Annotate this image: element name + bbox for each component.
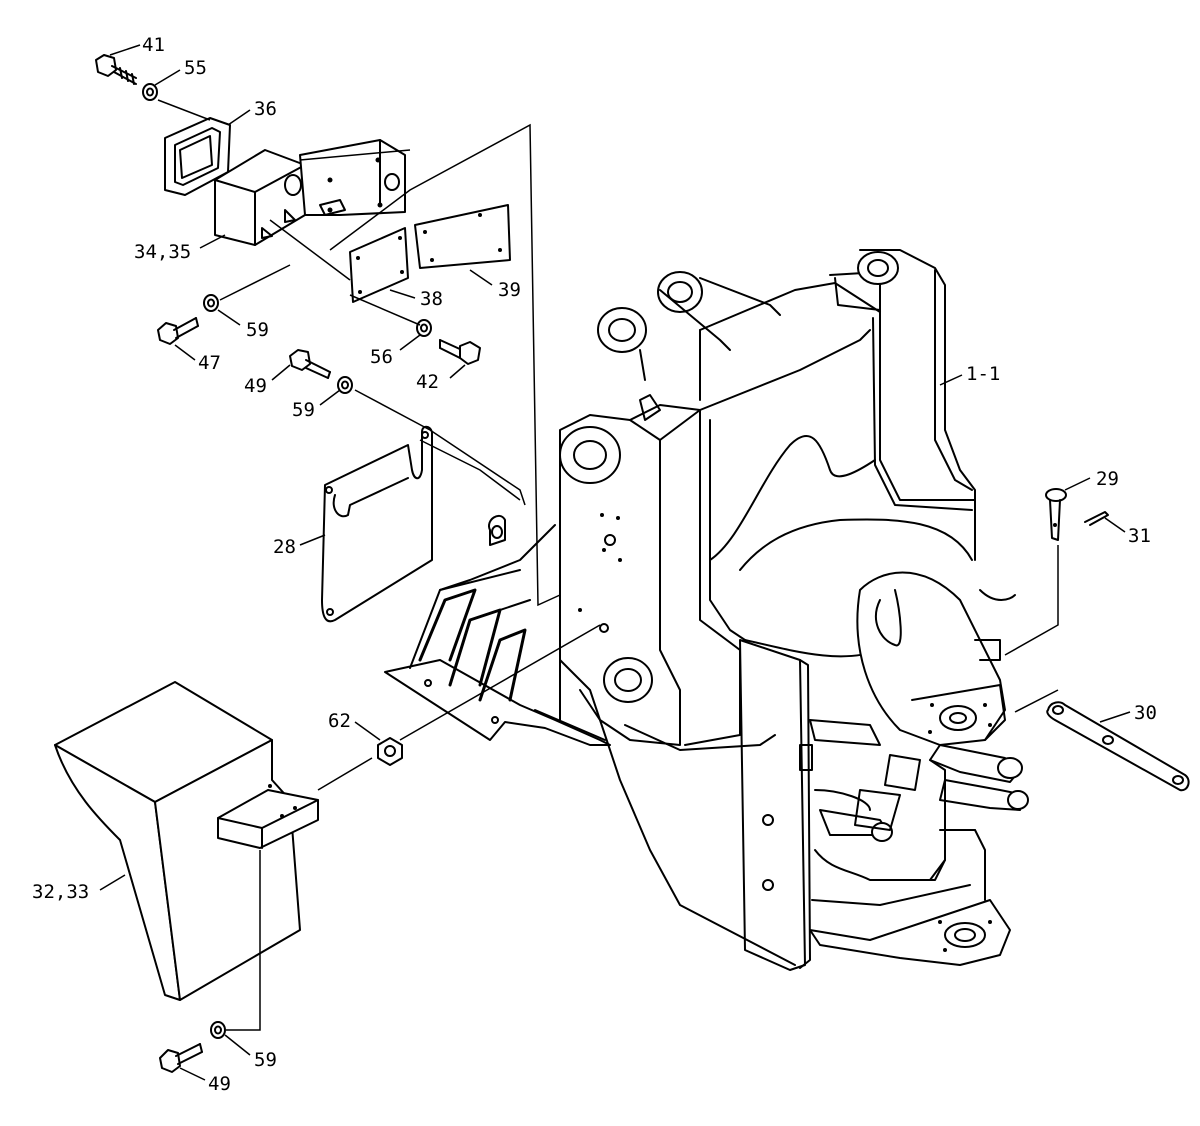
plate-28 <box>321 425 433 623</box>
washer-59-middle <box>337 376 353 394</box>
callout-49-upper: 49 <box>244 375 267 397</box>
callout-49-lower: 49 <box>208 1073 231 1095</box>
mounting-bracket <box>384 514 611 746</box>
callout-59-upper: 59 <box>246 319 269 341</box>
callout-29: 29 <box>1096 468 1119 490</box>
callout-leaders <box>99 44 1131 1081</box>
bolt-42 <box>439 339 481 365</box>
plate-39 <box>414 204 511 269</box>
guard-32-33 <box>54 681 319 1001</box>
box-assembly-34-35 <box>214 139 406 246</box>
main-frame <box>559 249 1029 971</box>
plate-38 <box>349 227 409 303</box>
washer-59-upper <box>203 294 219 312</box>
bolt-41 <box>95 54 137 85</box>
bolt-49-upper <box>289 349 331 379</box>
bolt-47 <box>157 317 199 345</box>
callout-59-middle: 59 <box>292 399 315 421</box>
callout-56: 56 <box>370 346 393 368</box>
washer-56 <box>416 319 432 337</box>
callout-55: 55 <box>184 57 207 79</box>
callout-38: 38 <box>420 288 443 310</box>
callout-36: 36 <box>254 98 277 120</box>
callout-32-33: 32,33 <box>32 881 89 903</box>
callout-41: 41 <box>142 34 165 56</box>
pin-30 <box>1046 701 1190 792</box>
callout-42: 42 <box>416 371 439 393</box>
callout-62: 62 <box>328 710 351 732</box>
callout-30: 30 <box>1134 702 1157 724</box>
callout-34-35: 34,35 <box>134 241 191 263</box>
callout-59-lower: 59 <box>254 1049 277 1071</box>
callout-labels: 41 55 36 34,35 38 39 59 47 56 42 49 59 1… <box>32 34 1157 1095</box>
cotter-pin-31 <box>1084 511 1109 526</box>
pin-29 <box>1045 488 1067 541</box>
callout-47: 47 <box>198 352 221 374</box>
callout-39: 39 <box>498 279 521 301</box>
nut-62 <box>377 737 403 766</box>
callout-1-1: 1-1 <box>966 363 1000 385</box>
bolt-49-lower <box>159 1043 203 1073</box>
callout-31: 31 <box>1128 525 1151 547</box>
callout-28: 28 <box>273 536 296 558</box>
assembly-lines <box>157 99 1059 1031</box>
washer-59-lower <box>210 1021 226 1039</box>
washer-55 <box>142 83 158 101</box>
